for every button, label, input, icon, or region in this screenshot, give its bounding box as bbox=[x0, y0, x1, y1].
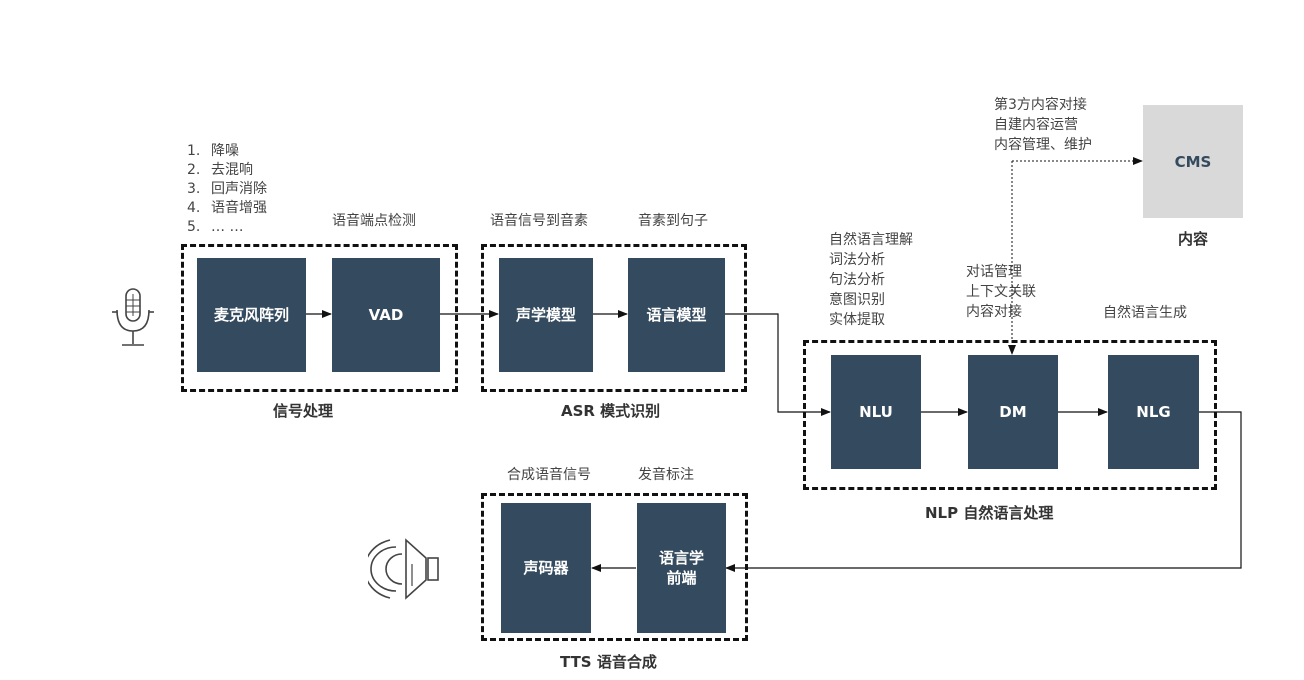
node-nlu-label: NLU bbox=[859, 403, 893, 421]
acoustic-annotation: 语音信号到音素 bbox=[490, 213, 588, 229]
node-nlu: NLU bbox=[831, 355, 921, 469]
speaker-icon bbox=[368, 538, 439, 600]
language-annotation: 音素到句子 bbox=[638, 213, 708, 229]
group-asr bbox=[481, 244, 747, 392]
frontend-annotation: 发音标注 bbox=[638, 467, 694, 483]
node-nlg-label: NLG bbox=[1136, 403, 1171, 421]
node-cms-label: CMS bbox=[1174, 152, 1212, 171]
node-dm: DM bbox=[968, 355, 1058, 469]
node-cms: CMS bbox=[1143, 105, 1243, 218]
list-item: 3.回声消除 bbox=[187, 181, 267, 197]
group-tts bbox=[481, 493, 748, 641]
node-vad-label: VAD bbox=[368, 306, 404, 324]
node-acoustic-model: 声学模型 bbox=[499, 258, 593, 372]
cms-caption: 内容 bbox=[1178, 230, 1209, 248]
node-language-model: 语言模型 bbox=[628, 258, 725, 372]
list-item: 4.语音增强 bbox=[187, 200, 267, 216]
nlg-annotation: 自然语言生成 bbox=[1103, 305, 1187, 321]
vad-annotation: 语音端点检测 bbox=[332, 213, 416, 229]
dm-annotation: 对话管理 上下文关联 内容对接 bbox=[966, 264, 1036, 320]
node-vocoder-label: 声码器 bbox=[523, 559, 569, 577]
group-label-signal: 信号处理 bbox=[273, 402, 334, 420]
node-linguistic-frontend: 语言学 前端 bbox=[637, 503, 726, 633]
group-signal-processing bbox=[181, 244, 458, 392]
list-item: 5.… … bbox=[187, 219, 244, 235]
vocoder-annotation: 合成语音信号 bbox=[507, 467, 591, 483]
node-vocoder: 声码器 bbox=[501, 503, 591, 633]
node-linguistic-frontend-label: 语言学 前端 bbox=[658, 549, 704, 587]
node-acoustic-model-label: 声学模型 bbox=[515, 306, 576, 324]
node-vad: VAD bbox=[332, 258, 440, 372]
arrow-nlg-to-frontend bbox=[725, 411, 1242, 572]
group-label-tts: TTS 语音合成 bbox=[560, 653, 657, 671]
group-label-nlp: NLP 自然语言处理 bbox=[925, 504, 1054, 522]
cms-annotation: 第3方内容对接 自建内容运营 内容管理、维护 bbox=[994, 97, 1092, 153]
node-dm-label: DM bbox=[999, 403, 1027, 421]
signal-steps-list: 1.降噪 2.去混响 3.回声消除 4.语音增强 5.… … bbox=[187, 142, 267, 237]
group-label-asr: ASR 模式识别 bbox=[561, 402, 661, 420]
node-nlg: NLG bbox=[1108, 355, 1199, 469]
node-mic-array-label: 麦克风阵列 bbox=[213, 306, 289, 324]
node-language-model-label: 语言模型 bbox=[646, 306, 707, 324]
node-mic-array: 麦克风阵列 bbox=[197, 258, 306, 372]
list-item: 1.降噪 bbox=[187, 143, 239, 159]
microphone-icon bbox=[112, 288, 154, 346]
nlu-annotation: 自然语言理解 词法分析 句法分析 意图识别 实体提取 bbox=[829, 232, 913, 328]
list-item: 2.去混响 bbox=[187, 162, 253, 178]
group-nlp bbox=[803, 340, 1217, 490]
